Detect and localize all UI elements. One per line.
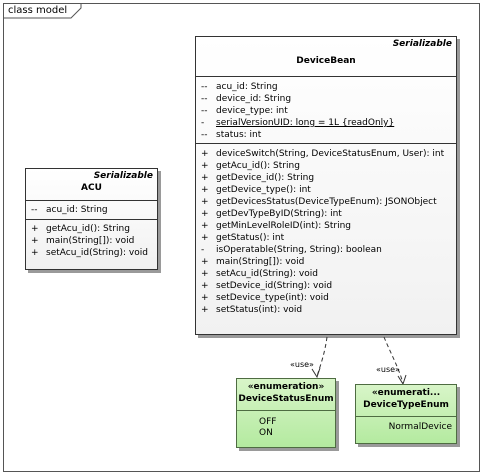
- enum-device-type[interactable]: «enumerati... DeviceTypeEnum NormalDevic…: [355, 384, 457, 444]
- visibility-marker: +: [201, 257, 209, 267]
- diagram-frame: [3, 3, 480, 472]
- visibility-marker: +: [201, 173, 209, 183]
- visibility-marker: --: [201, 106, 208, 116]
- devicebean-operation: + getStatus(): int: [196, 232, 456, 244]
- status-enum-literals: OFF ON: [237, 410, 335, 439]
- acu-operation: + setAcu_id(String): void: [26, 247, 157, 259]
- devicebean-attribute: -- device_type: int: [196, 105, 456, 117]
- enum-literal: ON: [259, 428, 273, 438]
- visibility-marker: --: [31, 205, 38, 215]
- enum-literal: OFF: [259, 417, 277, 427]
- visibility-marker: --: [201, 82, 208, 92]
- enum-literal: NormalDevice: [388, 422, 452, 432]
- visibility-marker: +: [201, 293, 209, 303]
- visibility-marker: +: [201, 281, 209, 291]
- use-label-type: «use»: [376, 365, 400, 374]
- visibility-marker: +: [31, 224, 39, 234]
- devicebean-operation: - isOperatable(String, String): boolean: [196, 244, 456, 256]
- devicebean-operation: + setStatus(int): void: [196, 304, 456, 316]
- attribute-text-static: serialVersionUID: long = 1L {readOnly}: [216, 118, 395, 128]
- acu-attributes: -- acu_id: String: [26, 200, 157, 219]
- acu-class-name: ACU: [81, 183, 102, 193]
- operation-text: getStatus(): int: [216, 233, 285, 243]
- devicebean-attribute: - serialVersionUID: long = 1L {readOnly}: [196, 117, 456, 129]
- operation-text: setAcu_id(String): void: [46, 248, 148, 258]
- operation-text: getDevTypeByID(String): int: [216, 209, 342, 219]
- acu-attribute: -- acu_id: String: [26, 204, 157, 216]
- devicebean-operation: + deviceSwitch(String, DeviceStatusEnum,…: [196, 148, 456, 160]
- visibility-marker: +: [201, 185, 209, 195]
- operation-text: setAcu_id(String): void: [216, 269, 318, 279]
- devicebean-operation: + main(String[]): void: [196, 256, 456, 268]
- acu-operations: + getAcu_id(): String + main(String[]): …: [26, 219, 157, 261]
- devicebean-operation: + getDevice_type(): int: [196, 184, 456, 196]
- operation-text: setDevice_id(String): void: [216, 281, 333, 291]
- acu-stereotype: Serializable: [93, 171, 153, 181]
- visibility-marker: -: [201, 118, 205, 128]
- operation-text: setStatus(int): void: [216, 305, 303, 315]
- devicebean-operation: + getAcu_id(): String: [196, 160, 456, 172]
- attribute-text: acu_id: String: [46, 205, 108, 215]
- visibility-marker: +: [201, 269, 209, 279]
- operation-text: getMinLevelRoleID(int): String: [216, 221, 351, 231]
- visibility-marker: +: [31, 236, 39, 246]
- type-enum-literals: NormalDevice: [356, 416, 456, 433]
- class-devicebean[interactable]: Serializable DeviceBean -- acu_id: Strin…: [195, 36, 457, 335]
- operation-text: getDevicesStatus(DeviceTypeEnum): JSONOb…: [216, 197, 437, 207]
- use-label-status: «use»: [290, 360, 314, 369]
- devicebean-operation: + getMinLevelRoleID(int): String: [196, 220, 456, 232]
- status-enum-stereotype: «enumeration»: [247, 382, 325, 392]
- operation-text: getDevice_id(): String: [216, 173, 315, 183]
- status-enum-name: DeviceStatusEnum: [238, 394, 334, 404]
- devicebean-stereotype: Serializable: [392, 39, 452, 49]
- visibility-marker: +: [201, 161, 209, 171]
- visibility-marker: +: [201, 221, 209, 231]
- attribute-text: acu_id: String: [216, 82, 278, 92]
- type-enum-stereotype: «enumerati...: [371, 388, 441, 398]
- visibility-marker: +: [201, 209, 209, 219]
- devicebean-operation: + setDevice_type(int): void: [196, 292, 456, 304]
- visibility-marker: +: [201, 305, 209, 315]
- devicebean-attribute: -- status: int: [196, 129, 456, 141]
- operation-text: isOperatable(String, String): boolean: [216, 245, 382, 255]
- visibility-marker: -: [201, 245, 205, 255]
- attribute-text: status: int: [216, 130, 262, 140]
- frame-tab-outline: [3, 3, 82, 19]
- acu-operation: + main(String[]): void: [26, 235, 157, 247]
- visibility-marker: +: [31, 248, 39, 258]
- operation-text: deviceSwitch(String, DeviceStatusEnum, U…: [216, 149, 445, 159]
- visibility-marker: +: [201, 233, 209, 243]
- acu-operation: + getAcu_id(): String: [26, 223, 157, 235]
- devicebean-attribute: -- device_id: String: [196, 93, 456, 105]
- devicebean-operation: + getDevice_id(): String: [196, 172, 456, 184]
- devicebean-operation: + getDevTypeByID(String): int: [196, 208, 456, 220]
- operation-text: setDevice_type(int): void: [216, 293, 329, 303]
- attribute-text: device_type: int: [216, 106, 288, 116]
- operation-text: getDevice_type(): int: [216, 185, 311, 195]
- devicebean-operation: + getDevicesStatus(DeviceTypeEnum): JSON…: [196, 196, 456, 208]
- visibility-marker: +: [201, 149, 209, 159]
- devicebean-operation: + setDevice_id(String): void: [196, 280, 456, 292]
- operation-text: getAcu_id(): String: [46, 224, 130, 234]
- devicebean-class-name: DeviceBean: [296, 56, 356, 66]
- class-acu[interactable]: Serializable ACU -- acu_id: String + get…: [25, 168, 158, 270]
- devicebean-attribute: -- acu_id: String: [196, 81, 456, 93]
- visibility-marker: --: [201, 130, 208, 140]
- devicebean-operation: + setAcu_id(String): void: [196, 268, 456, 280]
- devicebean-operations: + deviceSwitch(String, DeviceStatusEnum,…: [196, 143, 456, 318]
- type-enum-name: DeviceTypeEnum: [363, 400, 449, 410]
- devicebean-attributes: -- acu_id: String -- device_id: String -…: [196, 76, 456, 143]
- operation-text: main(String[]): void: [46, 236, 135, 246]
- operation-text: getAcu_id(): String: [216, 161, 300, 171]
- frame-title: class model: [8, 5, 68, 16]
- visibility-marker: +: [201, 197, 209, 207]
- enum-device-status[interactable]: «enumeration» DeviceStatusEnum OFF ON: [236, 378, 336, 448]
- visibility-marker: --: [201, 94, 208, 104]
- operation-text: main(String[]): void: [216, 257, 305, 267]
- attribute-text: device_id: String: [216, 94, 292, 104]
